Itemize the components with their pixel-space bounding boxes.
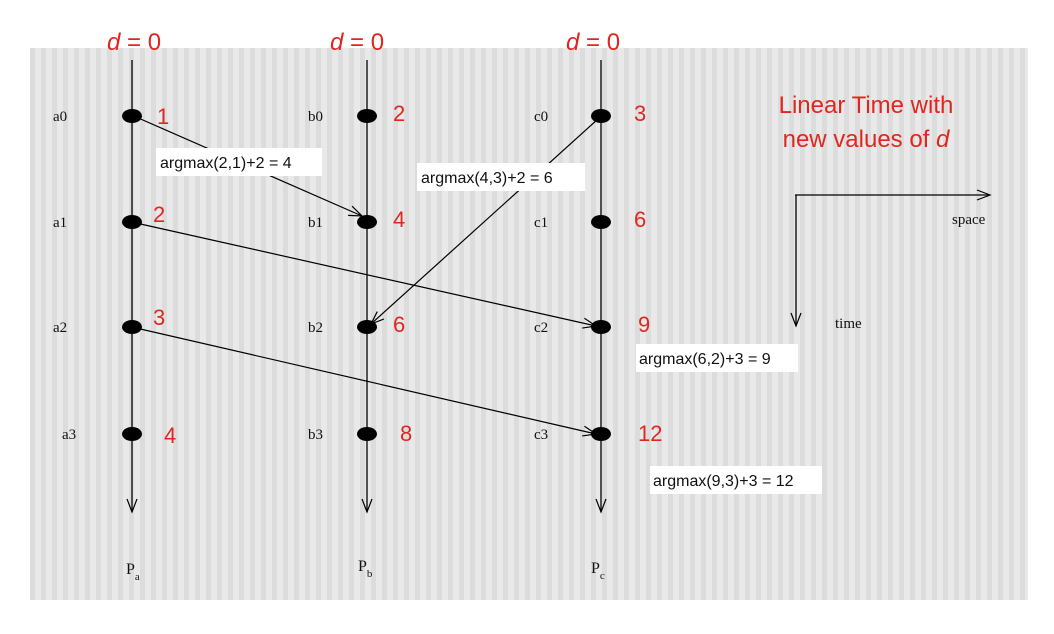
title-line-2: new values of d [783,126,950,153]
message-arrow-c0-b2 [369,118,599,326]
event-dot-a0 [122,109,142,123]
clock-value-b2: 6 [393,312,405,337]
event-label-b3: b3 [308,427,323,443]
message-arrow-a1-c2 [135,222,598,329]
annotation-2: argmax(4,3)+2 = 6 [421,170,553,187]
annotation-box-1 [156,148,322,176]
event-label-b0: b0 [308,109,323,125]
process-label-pb: Pb [358,558,373,580]
clock-value-b0: 2 [393,101,405,126]
clock-value-c3: 12 [638,421,662,446]
process-label-pc: Pc [591,560,605,582]
event-dot-c0 [591,109,611,123]
event-label-c3: c3 [534,427,548,443]
event-label-c1: c1 [534,215,548,231]
event-dot-b0 [357,109,377,123]
event-dot-b2 [357,320,377,334]
annotation-3: argmax(6,2)+3 = 9 [639,351,771,368]
event-label-b1: b1 [308,215,323,231]
header-d-b: d = 0 [330,29,384,56]
annotation-4: argmax(9,3)+3 = 12 [653,473,794,490]
clock-value-a3: 4 [164,423,176,448]
event-label-c0: c0 [534,109,548,125]
annotation-box-2 [417,163,585,191]
event-label-c2: c2 [534,320,548,336]
event-label-b2: b2 [308,320,323,336]
event-label-a0: a0 [53,109,67,125]
event-dot-a1 [122,215,142,229]
title-line-1: Linear Time with [779,92,954,119]
clock-value-a0: 1 [157,104,169,129]
event-dot-c3 [591,427,611,441]
striped-background [30,48,1028,600]
time-axis-label: time [835,316,862,332]
header-d-a: d = 0 [107,29,161,56]
space-axis-label: space [952,212,986,228]
annotation-box-3 [636,344,798,372]
event-dot-c2 [591,320,611,334]
header-d-c: d = 0 [566,29,620,56]
message-arrow-a2-c3 [135,327,598,437]
event-label-a3: a3 [62,427,76,443]
event-dot-c1 [591,215,611,229]
clock-value-a1: 2 [153,202,165,227]
clock-value-c0: 3 [634,101,646,126]
clock-value-b3: 8 [400,421,412,446]
event-label-a1: a1 [53,215,67,231]
event-dot-a3 [122,427,142,441]
event-dot-b3 [357,427,377,441]
event-label-a2: a2 [53,320,67,336]
event-dot-b1 [357,215,377,229]
annotation-1: argmax(2,1)+2 = 4 [160,155,292,172]
clock-value-b1: 4 [393,207,405,232]
event-dot-a2 [122,320,142,334]
annotation-box-4 [650,466,822,494]
process-label-pa: Pa [126,561,140,583]
clock-value-c2: 9 [638,312,650,337]
clock-value-a2: 3 [153,305,165,330]
clock-value-c1: 6 [634,207,646,232]
